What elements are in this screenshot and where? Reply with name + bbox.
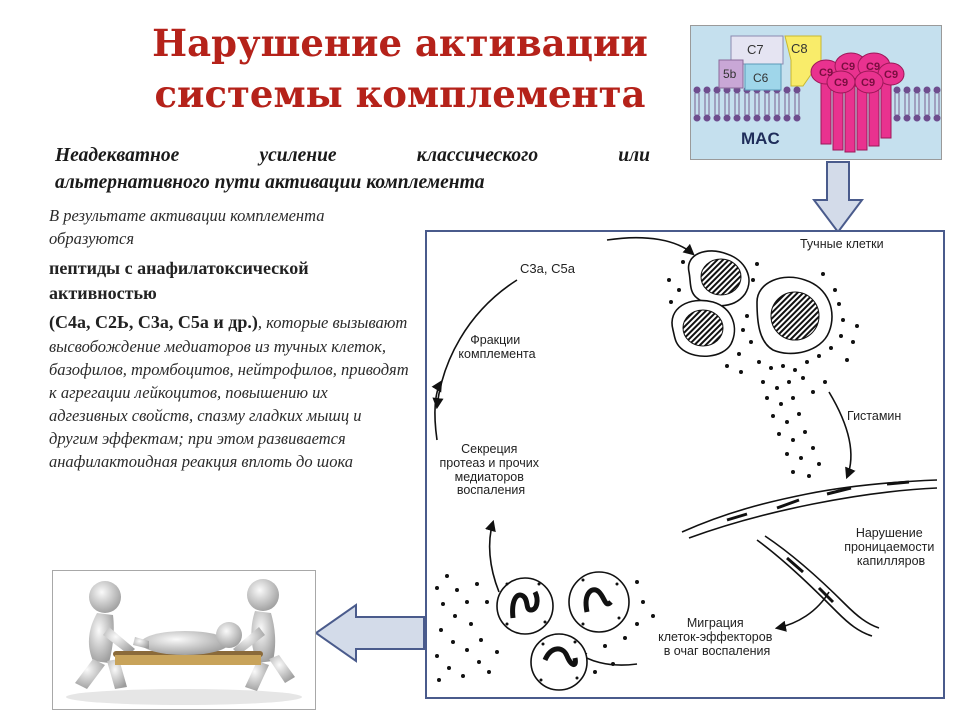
c9-label-6: C9 — [861, 77, 875, 89]
c7-label: C7 — [747, 42, 764, 57]
arrow-neutrophils-up — [485, 519, 500, 593]
mac-illustration: C7 C8 5b C6 C9 C9 C — [691, 35, 941, 153]
c9-label-2: C9 — [841, 61, 855, 73]
slide-heading: Неадекватное усиление классического или … — [55, 142, 650, 196]
c3a-c5a-label: С3а, С5а — [520, 261, 576, 276]
permeability-label: Нарушение проницаемости капилляров — [844, 526, 938, 568]
mac-label: MAC — [741, 129, 780, 148]
c9-label-5: C9 — [834, 77, 848, 89]
mac-complex-image: C7 C8 5b C6 C9 C9 C — [690, 25, 942, 160]
arrow-to-mast-cells — [606, 236, 695, 256]
down-arrow-icon — [812, 161, 864, 234]
c5b-block: 5b — [718, 59, 744, 89]
c6-block: C6 — [744, 63, 782, 91]
fractions-label: Фракции комплемента — [458, 333, 535, 361]
stretcher-figures-image — [66, 579, 302, 705]
c8-block: C8 — [784, 35, 822, 87]
cycle-arrows — [431, 236, 856, 666]
neutrophils — [435, 571, 655, 691]
heading-line-2: альтернативного пути активации комплемен… — [55, 172, 485, 193]
migration-label: Миграция клеток-эффекторов в очаг воспал… — [658, 616, 776, 658]
title-line-1: Нарушение активации — [152, 21, 648, 65]
mast-cells — [667, 250, 859, 478]
c6-label: C6 — [753, 71, 769, 85]
c7-block: C7 — [730, 35, 784, 65]
c9-label-4: C9 — [884, 69, 898, 81]
slide-title: Нарушение активации системы комплемента — [120, 18, 680, 120]
c9-pore: C9 C9 C9 C9 C9 C9 — [810, 52, 905, 153]
inflammation-cycle-diagram: С3а, С5а Тучные клетки Фракции комплемен… — [425, 230, 945, 699]
body-text: В результате активации комплемента образ… — [49, 204, 409, 473]
title-line-2: системы комплемента — [154, 72, 646, 116]
arrow-histamine — [828, 391, 856, 480]
arrow-permeability — [774, 591, 830, 632]
histamine-label: Гистамин — [847, 409, 901, 423]
left-arrow-icon — [314, 603, 425, 663]
body-paragraph-3-rest: , которые вызывают высвобождение медиато… — [49, 313, 409, 471]
c9-label-1: C9 — [819, 67, 833, 79]
peptides-list: (С4а, С2Ь, С3а, С5а и др.) — [49, 312, 258, 332]
cell-membrane — [691, 86, 941, 122]
capillary-vessel — [681, 479, 938, 637]
body-paragraph-1: В результате активации комплемента образ… — [49, 206, 325, 248]
mast-cells-label: Тучные клетки — [800, 237, 884, 251]
stretcher-illustration — [52, 570, 316, 710]
c8-label: C8 — [791, 41, 808, 56]
c9-label-3: C9 — [866, 61, 880, 73]
c5b-label: 5b — [723, 67, 737, 81]
cycle-illustration: С3а, С5а Тучные клетки Фракции комплемен… — [431, 236, 938, 691]
body-paragraph-2: пептиды с анафилатоксической активностью — [49, 258, 309, 303]
heading-line-1: Неадекватное усиление классического или — [55, 145, 650, 166]
arrow-secretion-up — [431, 380, 443, 441]
secretion-label: Секреция протеаз и прочих медиаторов вос… — [439, 442, 542, 497]
body-paragraph-3: (С4а, С2Ь, С3а, С5а и др.), которые вызы… — [49, 310, 409, 473]
